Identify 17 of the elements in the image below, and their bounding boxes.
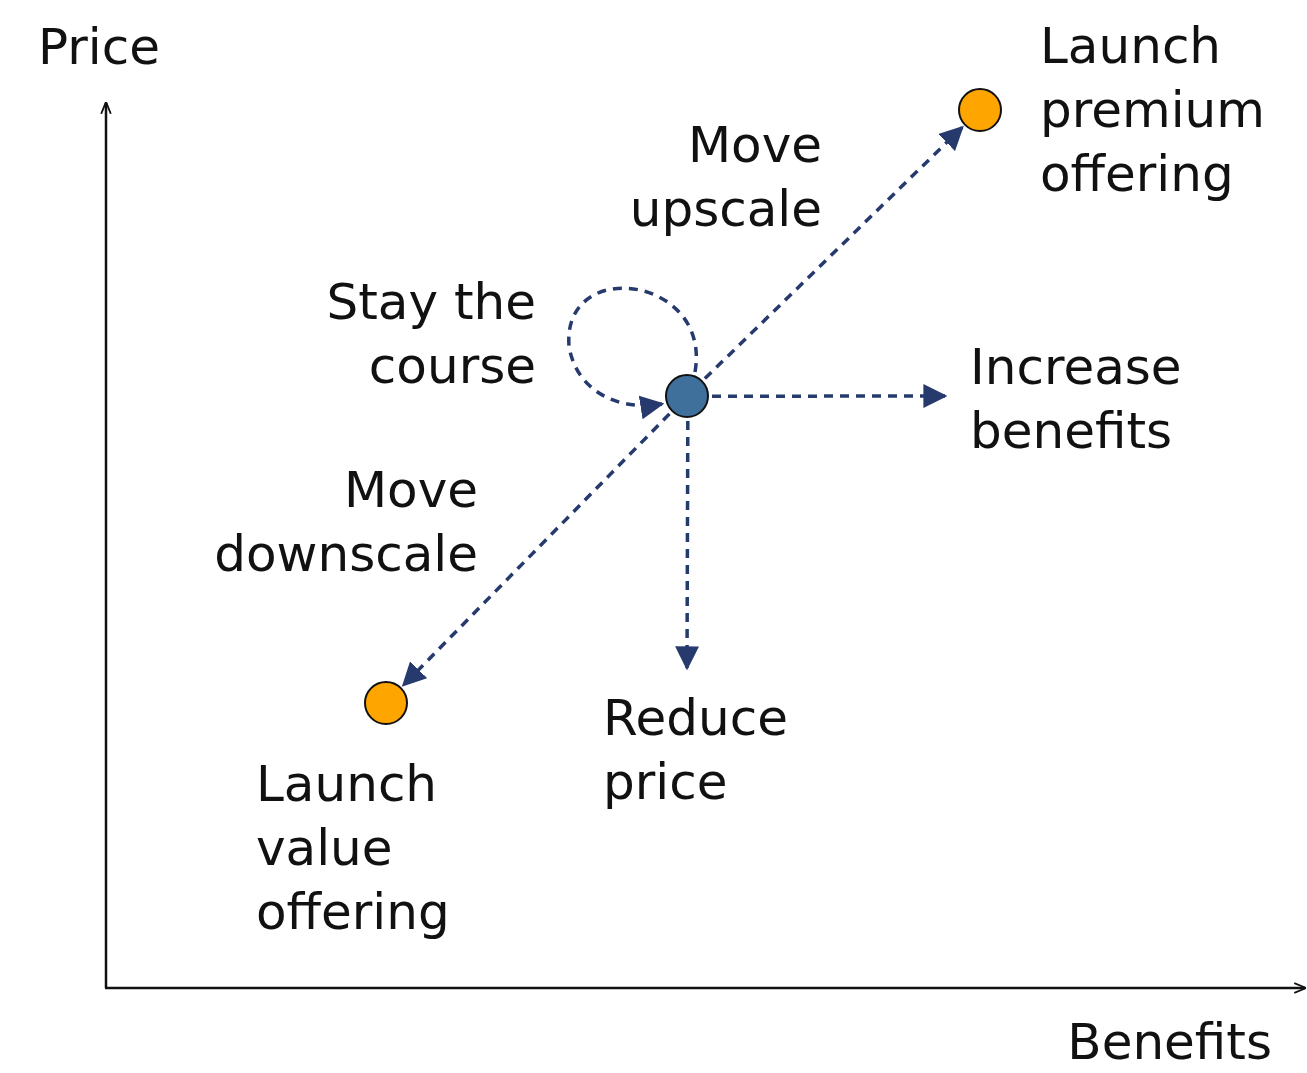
dashed-arrow [712, 384, 948, 408]
edge-label: Move upscale [628, 115, 822, 240]
dashed-arrow [401, 412, 671, 687]
circle-marker [364, 681, 408, 725]
dashed-arrow [675, 421, 700, 671]
option-label: Reduce price [603, 688, 789, 813]
dashed-arrow [567, 286, 698, 419]
circle-marker [958, 88, 1002, 132]
edge-label: Move downscale [213, 460, 478, 585]
axis-title: Benefits [1066, 1012, 1272, 1073]
axis-title: Price [38, 17, 161, 78]
option-label: Launch premium offering [1040, 16, 1266, 205]
circle-marker [665, 374, 709, 418]
edge-label: Stay the course [325, 272, 536, 397]
dashed-arrow [703, 125, 964, 380]
option-label: Increase benefits [970, 337, 1183, 462]
option-label: Launch value offering [256, 754, 451, 943]
